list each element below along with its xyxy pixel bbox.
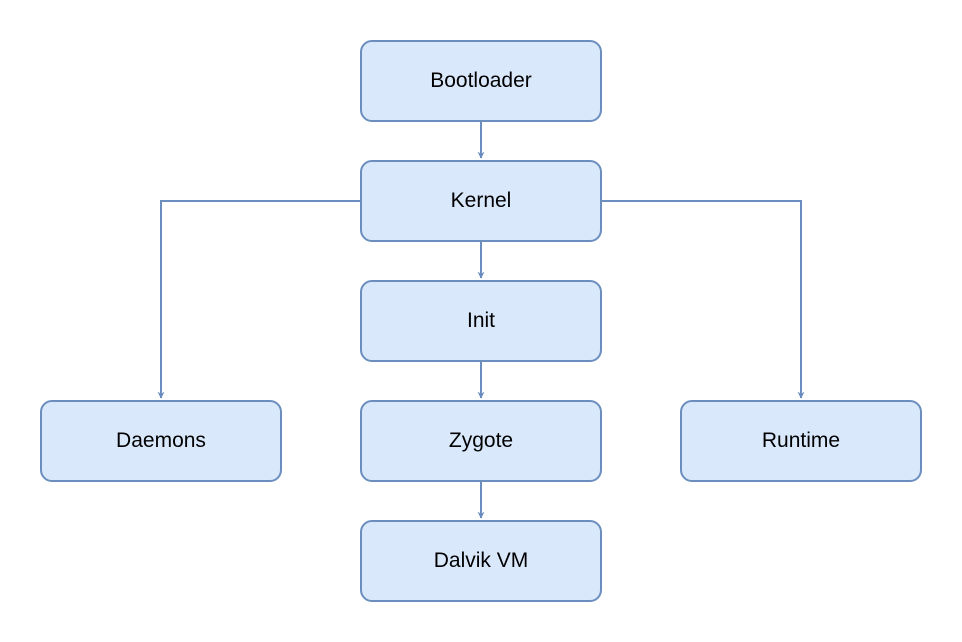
node-dalvik-vm: Dalvik VM [360, 520, 602, 602]
node-runtime: Runtime [680, 400, 922, 482]
node-dalvik-vm-label: Dalvik VM [433, 549, 529, 572]
node-kernel-label: Kernel [450, 189, 512, 212]
node-daemons-label: Daemons [116, 429, 206, 452]
node-zygote: Zygote [360, 400, 602, 482]
node-init: Init [360, 280, 602, 362]
node-daemons: Daemons [40, 400, 282, 482]
node-bootloader-label: Bootloader [430, 69, 532, 92]
node-init-label: Init [466, 309, 495, 332]
edge-kernel-runtime [602, 200, 805, 399]
node-runtime-label: Runtime [761, 429, 841, 452]
node-zygote-label: Zygote [448, 429, 514, 452]
node-kernel: Kernel [360, 160, 602, 242]
node-bootloader: Bootloader [360, 40, 602, 122]
edge-kernel-daemons [157, 200, 360, 399]
